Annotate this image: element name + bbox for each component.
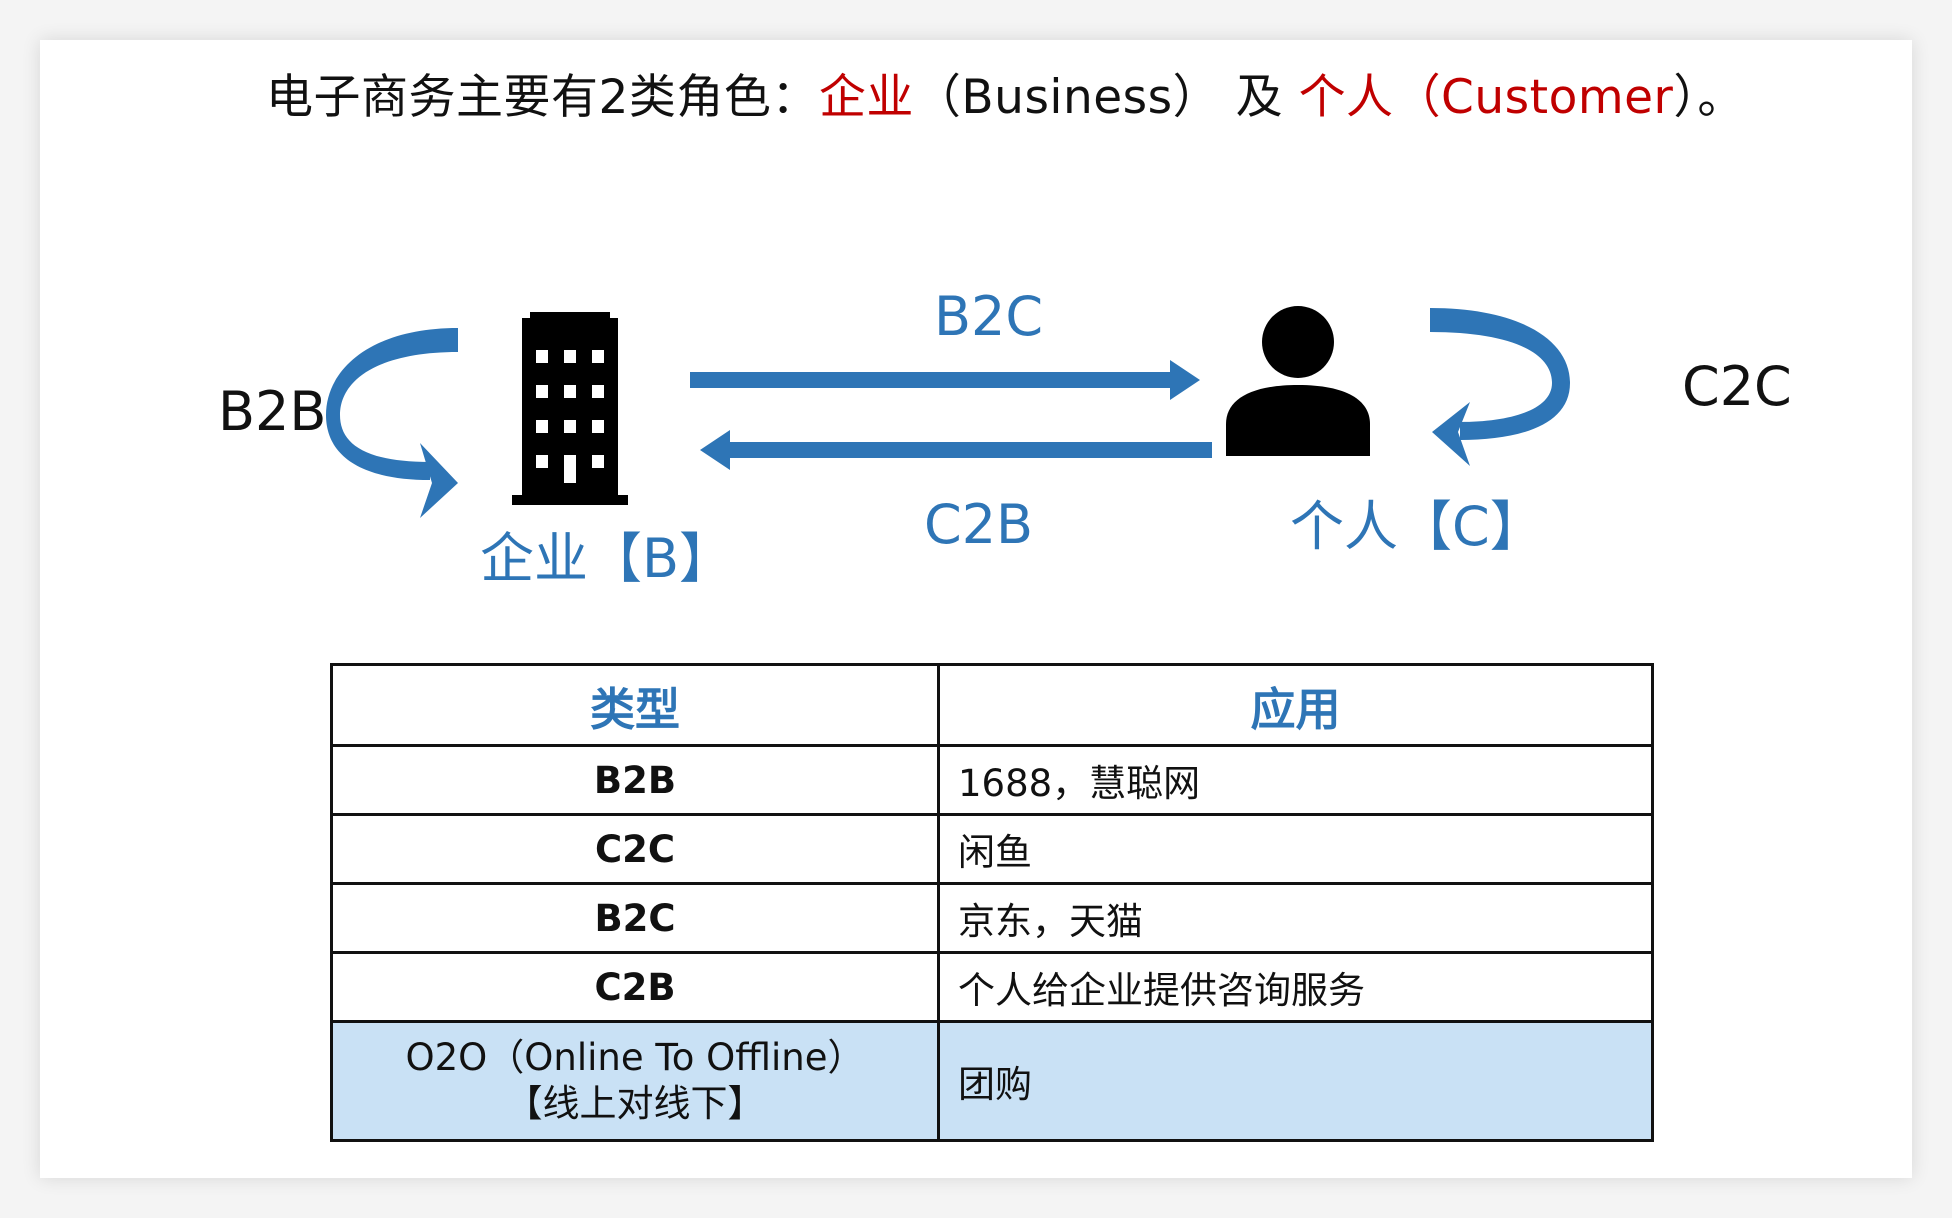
person-icon xyxy=(1226,306,1370,456)
relationship-diagram xyxy=(326,306,1570,518)
type-cell: B2C xyxy=(330,882,940,954)
app-cell: 京东，天猫 xyxy=(937,882,1654,954)
heading-suffix: ）。 xyxy=(1673,70,1745,125)
heading-join: 及 xyxy=(1220,70,1299,125)
o2o-type: O2O（Online To Offline） xyxy=(405,1035,865,1079)
c2b-arrow xyxy=(700,430,1212,470)
heading-prefix: 电子商务主要有2类角色： xyxy=(266,70,819,125)
b2b-label: B2B xyxy=(218,380,327,443)
type-cell: C2C xyxy=(330,813,940,885)
type-cell: O2O（Online To Offline） 【线上对线下】 xyxy=(330,1020,940,1142)
app-cell: 团购 xyxy=(937,1020,1654,1142)
slide: 电子商务主要有2类角色：企业（Business） 及 个人（Customer）。 xyxy=(40,40,1912,1178)
slide-heading: 电子商务主要有2类角色：企业（Business） 及 个人（Customer）。 xyxy=(266,58,1745,127)
type-cell: C2B xyxy=(330,951,940,1023)
o2o-type-sub: 【线上对线下】 xyxy=(505,1082,765,1125)
person-label: 个人【C】 xyxy=(1290,495,1544,558)
app-cell: 个人给企业提供咨询服务 xyxy=(937,951,1654,1023)
c2c-label: C2C xyxy=(1682,355,1792,418)
app-cell: 闲鱼 xyxy=(937,813,1654,885)
heading-business-cn: 企业 xyxy=(818,70,914,125)
table-row: C2B 个人给企业提供咨询服务 xyxy=(330,951,1654,1023)
table-row-highlighted: O2O（Online To Offline） 【线上对线下】 团购 xyxy=(330,1020,1654,1142)
heading-business-en: （Business） xyxy=(913,70,1221,125)
b2c-arrow xyxy=(690,360,1200,400)
table-row: B2B 1688，慧聪网 xyxy=(330,744,1654,816)
building-icon xyxy=(512,312,628,505)
table-row: B2C 京东，天猫 xyxy=(330,882,1654,954)
table-header-row: 类型 应用 xyxy=(330,663,1654,747)
b2b-loop-arrow xyxy=(326,328,458,518)
ecommerce-types-table: 类型 应用 B2B 1688，慧聪网 C2C 闲鱼 B2C 京东，天猫 C2B … xyxy=(330,663,1654,1142)
c2c-loop-arrow xyxy=(1430,308,1570,466)
heading-customer-en: （Customer xyxy=(1393,70,1674,125)
business-label: 企业【B】 xyxy=(480,527,734,590)
header-app: 应用 xyxy=(937,663,1654,747)
app-cell: 1688，慧聪网 xyxy=(937,744,1654,816)
table-row: C2C 闲鱼 xyxy=(330,813,1654,885)
heading-customer-cn: 个人 xyxy=(1298,70,1394,125)
c2b-label: C2B xyxy=(924,493,1034,556)
type-cell: B2B xyxy=(330,744,940,816)
b2c-label: B2C xyxy=(934,285,1044,348)
header-type: 类型 xyxy=(330,663,940,747)
